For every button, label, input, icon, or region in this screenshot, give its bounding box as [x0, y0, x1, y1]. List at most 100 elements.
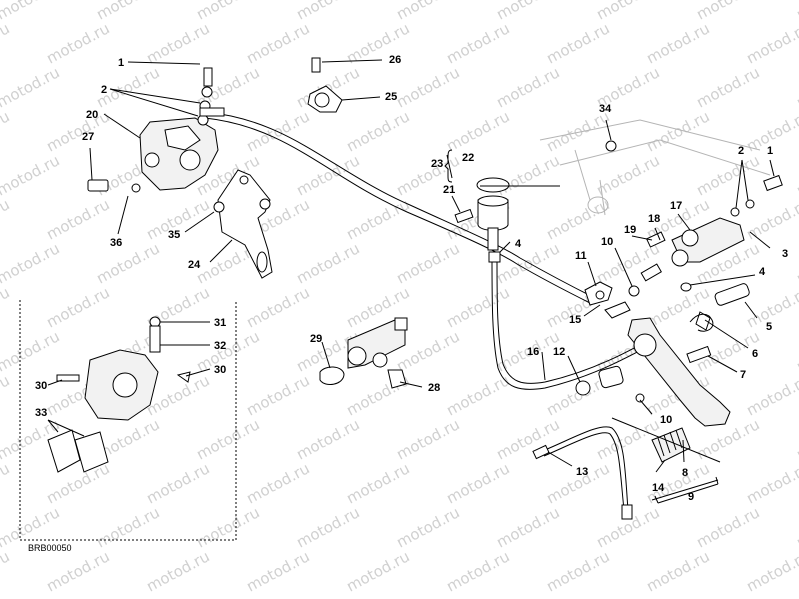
watermark-text: motod.ru [493, 415, 562, 463]
callout-30a: 30 [35, 380, 47, 392]
callout-19: 19 [624, 224, 636, 236]
watermark-text: motod.ru [293, 151, 362, 199]
watermark-text: motod.ru [393, 63, 462, 111]
watermark-text: motod.ru [143, 459, 212, 507]
watermark-text: motod.ru [493, 63, 562, 111]
watermark-text: motod.ru [443, 283, 512, 331]
watermark-text: motod.ru [693, 63, 762, 111]
watermark-text: motod.ru [43, 195, 112, 243]
callout-7: 7 [740, 369, 746, 381]
watermark-text: motod.ru [443, 547, 512, 595]
watermark-text: motod.ru [793, 151, 799, 199]
watermark-text: motod.ru [443, 107, 512, 155]
brake-hose-upper [204, 111, 596, 305]
callout-33: 33 [35, 407, 47, 419]
inset-panel [19, 300, 237, 541]
watermark-text: motod.ru [0, 107, 13, 155]
watermark-text: motod.ru [193, 415, 262, 463]
callout-9: 9 [688, 491, 694, 503]
callout-2b: 2 [738, 145, 744, 157]
watermark-text: motod.ru [443, 19, 512, 67]
callout-3: 3 [782, 248, 788, 260]
callout-34: 34 [599, 103, 612, 115]
watermark-text: motod.ru [93, 239, 162, 287]
watermark-text: motod.ru [693, 151, 762, 199]
watermark-text: motod.ru [743, 547, 799, 595]
watermark-text: motod.ru [0, 195, 13, 243]
frame-ghost [539, 119, 771, 216]
callout-10a: 10 [601, 236, 613, 248]
watermark-text: motod.ru [193, 503, 262, 551]
callout-24: 24 [188, 259, 201, 271]
watermark-text: motod.ru [593, 151, 662, 199]
callout-28: 28 [428, 382, 440, 394]
master-cylinder-middle [319, 317, 408, 389]
watermark-text: motod.ru [493, 503, 562, 551]
callout-2a: 2 [101, 84, 107, 96]
callout-4a: 4 [515, 238, 522, 250]
watermark-text: motod.ru [293, 415, 362, 463]
watermark-text: motod.ru [343, 107, 412, 155]
rear-caliper [87, 67, 225, 193]
watermark-text: motod.ru [0, 459, 13, 507]
callout-5: 5 [766, 321, 772, 333]
callout-21: 21 [443, 184, 455, 196]
watermark-text: motod.ru [743, 19, 799, 67]
watermark-text: motod.ru [43, 283, 112, 331]
watermark-text: motod.ru [43, 547, 112, 595]
banjo-fitting [307, 57, 343, 113]
switch-cable [532, 417, 721, 520]
watermark-text: motod.ru [793, 503, 799, 551]
callout-27: 27 [82, 131, 94, 143]
watermark-text: motod.ru [43, 19, 112, 67]
callout-25: 25 [385, 91, 397, 103]
watermark-text: motod.ru [243, 547, 312, 595]
watermark-text: motod.ru [143, 547, 212, 595]
watermark-text: motod.ru [243, 371, 312, 419]
watermark-text: motod.ru [643, 19, 712, 67]
watermark-text: motod.ru [243, 283, 312, 331]
callout-labels: 1 2 20 27 36 35 24 26 25 23 22 21 4 34 2… [35, 54, 788, 503]
watermark-text: motod.ru [43, 459, 112, 507]
hose-fitting [584, 281, 640, 319]
watermark-text: motod.ru [743, 371, 799, 419]
watermark-text: motod.ru [0, 0, 63, 24]
watermark-text: motod.ru [343, 195, 412, 243]
fluid-reservoir [454, 177, 510, 251]
callout-31: 31 [214, 317, 226, 329]
callout-12: 12 [553, 346, 565, 358]
callout-1a: 1 [118, 57, 124, 69]
callout-14: 14 [652, 482, 665, 494]
watermark-text: motod.ru [0, 63, 63, 111]
callout-23: 23 [431, 158, 443, 170]
watermark-text: motod.ru [493, 151, 562, 199]
watermark-text: motod.ru [143, 19, 212, 67]
callout-26: 26 [389, 54, 401, 66]
watermark-text: motod.ru [793, 327, 799, 375]
watermark-text: motod.ru [543, 19, 612, 67]
watermark-text: motod.ru [443, 459, 512, 507]
watermark-text: motod.ru [0, 327, 63, 375]
callout-10b: 10 [660, 414, 672, 426]
watermark-text: motod.ru [743, 459, 799, 507]
leader-lines [47, 59, 775, 501]
callout-36: 36 [110, 237, 122, 249]
callout-11: 11 [575, 250, 587, 262]
caliper-bracket [213, 169, 273, 279]
watermark-text: motod.ru [43, 107, 112, 155]
callout-20: 20 [86, 109, 98, 121]
watermark-text: motod.ru [393, 503, 462, 551]
callout-35: 35 [168, 229, 180, 241]
group-brace-23 [444, 149, 453, 183]
rear-master-cylinder [605, 140, 783, 282]
watermark-text: motod.ru [793, 415, 799, 463]
watermark-text: motod.ru [793, 0, 799, 24]
brake-pedal [627, 282, 750, 427]
callout-13: 13 [576, 466, 588, 478]
group-bar-9 [654, 476, 719, 504]
watermark-text: motod.ru [243, 459, 312, 507]
watermark-text: motod.ru [693, 503, 762, 551]
watermark-text: motod.ru [293, 503, 362, 551]
watermark-text: motod.ru [643, 107, 712, 155]
